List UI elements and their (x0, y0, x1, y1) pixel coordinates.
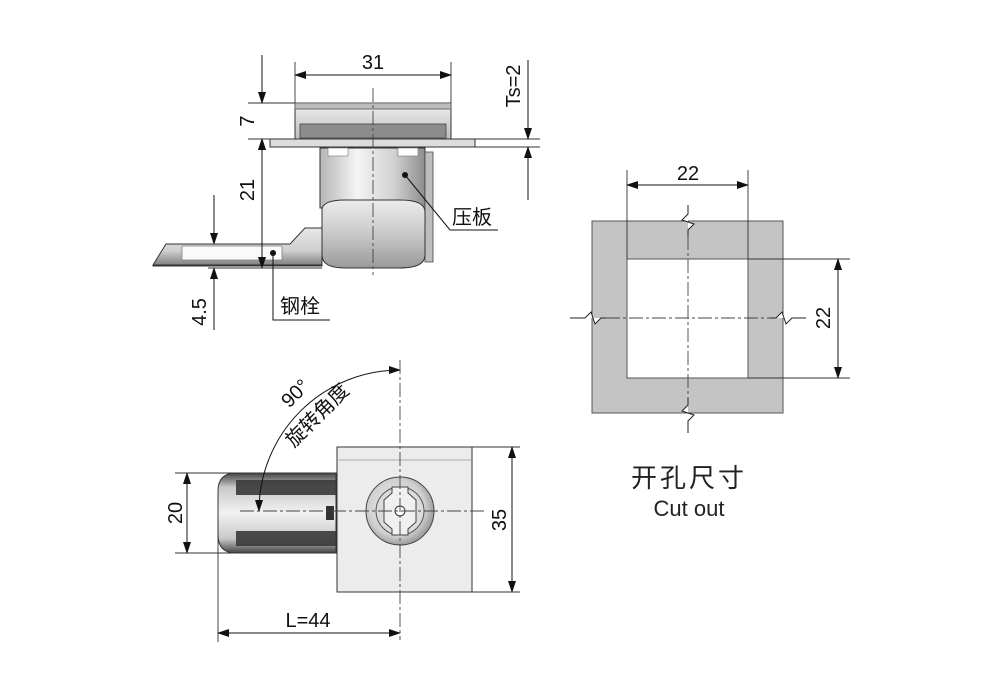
cutout-dim-height-label: 22 (813, 307, 835, 329)
dim-body-height-label: 21 (237, 179, 259, 201)
cam-base (321, 199, 426, 269)
dim-bolt-thickness-label: 4.5 (189, 298, 211, 326)
cutout-caption-cn: 开孔尺寸 (631, 464, 747, 494)
cutout-caption-en: Cut out (654, 496, 725, 521)
rotation-arc (255, 366, 401, 512)
dim-ts-label: Ts=2 (503, 65, 525, 108)
label-steel-bolt: 钢栓 (280, 294, 320, 318)
top-dim-bolt-width-label: 20 (165, 502, 187, 524)
lock-cylinder (319, 147, 426, 209)
top-dim-body-height-label: 35 (489, 509, 511, 531)
lock-body-side (152, 102, 476, 269)
panel-flange (269, 138, 476, 148)
side-view: 31 7 21 Ts=2 4.5 压板 钢栓 (152, 52, 540, 330)
cutout-panel (591, 220, 784, 414)
top-view: 90° 旋转角度 20 35 L=44 (165, 360, 520, 642)
dim-width-label: 31 (362, 52, 384, 74)
callout-steel-bolt (272, 253, 330, 321)
top-dim-length-label: L=44 (285, 610, 330, 632)
label-pressure-plate: 压板 (452, 205, 492, 229)
cutout-view: 22 22 开孔尺寸 Cut out (570, 163, 850, 521)
dim-head-height-label: 7 (237, 115, 259, 126)
callout-pressure-plate (404, 174, 498, 231)
cutout-dim-width-label: 22 (677, 163, 699, 185)
